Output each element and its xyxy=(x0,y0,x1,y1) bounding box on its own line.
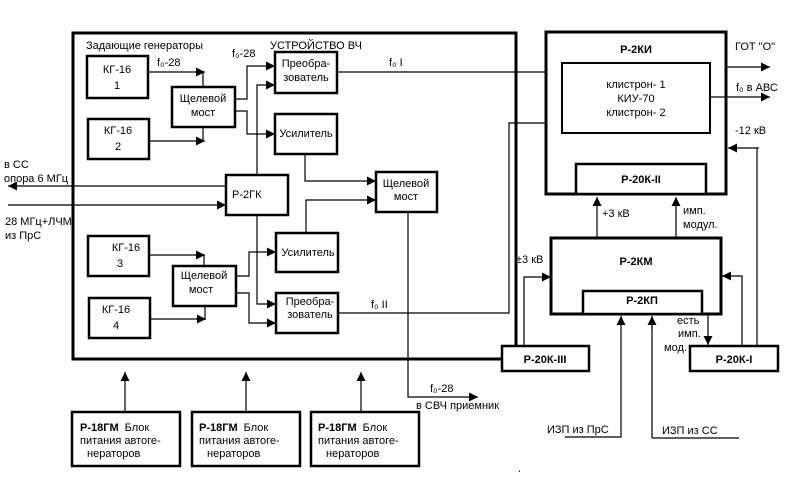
svg-text:КГ-16: КГ-16 xyxy=(104,125,132,137)
svg-text:Р-20К-I: Р-20К-I xyxy=(716,354,753,366)
svg-text:Щелевой: Щелевой xyxy=(383,178,430,190)
svg-text:мост: мост xyxy=(394,191,418,203)
est-imp-label-2: имп. xyxy=(678,328,701,340)
svg-text:КГ-16: КГ-16 xyxy=(112,242,140,254)
slot-bridge-top: Щелевой мост xyxy=(170,85,237,129)
kg16-2-block: КГ-16 2 xyxy=(86,117,151,161)
svg-text:Р-2КМ: Р-2КМ xyxy=(620,256,653,268)
est-imp-label-3: мод. xyxy=(664,342,687,354)
est-imp-label-1: есть xyxy=(677,315,700,327)
svg-text:Р-2ГК: Р-2ГК xyxy=(232,189,262,201)
svg-text:питания автоге-: питания автоге- xyxy=(80,435,161,447)
f0-28-conv-label: f₀-28 xyxy=(232,48,256,60)
svg-text:питания автоге-: питания автоге- xyxy=(199,435,280,447)
svg-text:3: 3 xyxy=(117,258,123,270)
minus12kv-label: -12 кВ xyxy=(735,125,766,137)
svg-text:зователь: зователь xyxy=(283,72,329,84)
f0-2-label: f₀ II xyxy=(371,299,388,311)
slot-bridge-mid: Щелевой мост xyxy=(374,170,439,214)
power-unit-arrows xyxy=(120,372,366,412)
converter-top: Преобра- зователь xyxy=(273,50,339,95)
r20k1-block: Р-20К-I xyxy=(688,344,780,373)
svg-text:2: 2 xyxy=(115,141,121,153)
svg-text:Преобра-: Преобра- xyxy=(282,58,331,70)
imp-modul-label-1: имп. xyxy=(683,205,706,217)
kg16-1-block: КГ-16 1 xyxy=(85,54,150,100)
kg16-4-block: КГ-16 4 xyxy=(87,296,152,340)
svg-text:Преобра-: Преобра- xyxy=(286,296,335,308)
r2km-block: Р-2КМ Р-2КП xyxy=(549,236,723,316)
r2ki-block: Р-2КИ клистрон- 1 КИУ-70 клистрон- 2 Р-2… xyxy=(544,30,728,196)
r2km-connectors xyxy=(523,148,758,439)
amplifier-top: Усилитель xyxy=(273,112,339,156)
vch-device-frame xyxy=(71,31,518,361)
to-ss-label-2: опора 6 МГц xyxy=(4,173,69,185)
imp-modul-label-2: модул. xyxy=(683,219,718,231)
from-prs-label-2: из ПрС xyxy=(5,230,41,242)
svg-text:питания автоге-: питания автоге- xyxy=(318,435,399,447)
svg-text:Щелевой: Щелевой xyxy=(180,93,227,105)
slot-bridge-bottom: Щелевой мост xyxy=(171,264,238,308)
svg-text:Усилитель: Усилитель xyxy=(279,128,333,140)
r20k3-block: Р-20К-III xyxy=(500,344,591,373)
to-ss-label-1: в СС xyxy=(4,159,29,171)
izp-ss-label: ИЗП из СС xyxy=(662,425,718,437)
klystron-1: клистрон- 1 xyxy=(606,79,665,91)
f0-1-label: f₀ I xyxy=(389,57,403,69)
svg-text:КГ-16: КГ-16 xyxy=(103,64,131,76)
svg-text:мост: мост xyxy=(189,284,213,296)
connectors-vch xyxy=(8,61,556,402)
footer-dot: . xyxy=(518,463,521,475)
master-gen-label: Задающие генераторы xyxy=(86,40,203,52)
pm3kv-label: ±3 кВ xyxy=(516,254,543,266)
plus3kv-label: +3 кВ xyxy=(602,208,630,220)
f0-abc-label: f₀ в АВС xyxy=(736,82,778,94)
svg-text:нераторов: нераторов xyxy=(207,448,260,460)
svg-text:мост: мост xyxy=(191,107,215,119)
kiu70: КИУ-70 xyxy=(617,93,654,105)
svg-text:Щелевой: Щелевой xyxy=(181,270,228,282)
f0-28-kg1-label: f₀-28 xyxy=(157,57,181,69)
svg-text:КГ-16: КГ-16 xyxy=(102,304,130,316)
r20k-2-label: Р-20К-II xyxy=(621,174,661,186)
amplifier-bottom: Усилитель xyxy=(274,231,340,274)
klystron-2: клистрон- 2 xyxy=(606,107,665,119)
converter-bottom: Преобра- зователь xyxy=(274,291,340,335)
svg-text:1: 1 xyxy=(114,80,120,92)
svg-text:Р-2КИ: Р-2КИ xyxy=(620,44,652,56)
svg-text:зователь: зователь xyxy=(287,309,333,321)
kg16-3-block: КГ-16 3 xyxy=(86,234,151,278)
r2gk-block: Р-2ГК xyxy=(224,173,290,217)
svg-text:нераторов: нераторов xyxy=(87,448,140,460)
svg-text:4: 4 xyxy=(113,320,119,332)
receiver-label: в СВЧ приемник xyxy=(416,400,499,412)
vch-device-title: УСТРОЙСТВО ВЧ xyxy=(270,39,362,52)
r2kp-label: Р-2КП xyxy=(626,295,658,307)
svg-text:Р-20К-III: Р-20К-III xyxy=(524,354,567,366)
got-o-label: ГОТ "О" xyxy=(735,41,775,53)
izp-prs-label: ИЗП из ПрС xyxy=(547,424,609,436)
from-prs-label-1: 28 МГц+ЛЧМ xyxy=(5,216,72,228)
r2ki-connectors xyxy=(710,62,770,153)
receiver-freq-label: f₀-28 xyxy=(430,383,454,395)
svg-text:нераторов: нераторов xyxy=(326,448,379,460)
svg-text:Усилитель: Усилитель xyxy=(281,247,335,259)
